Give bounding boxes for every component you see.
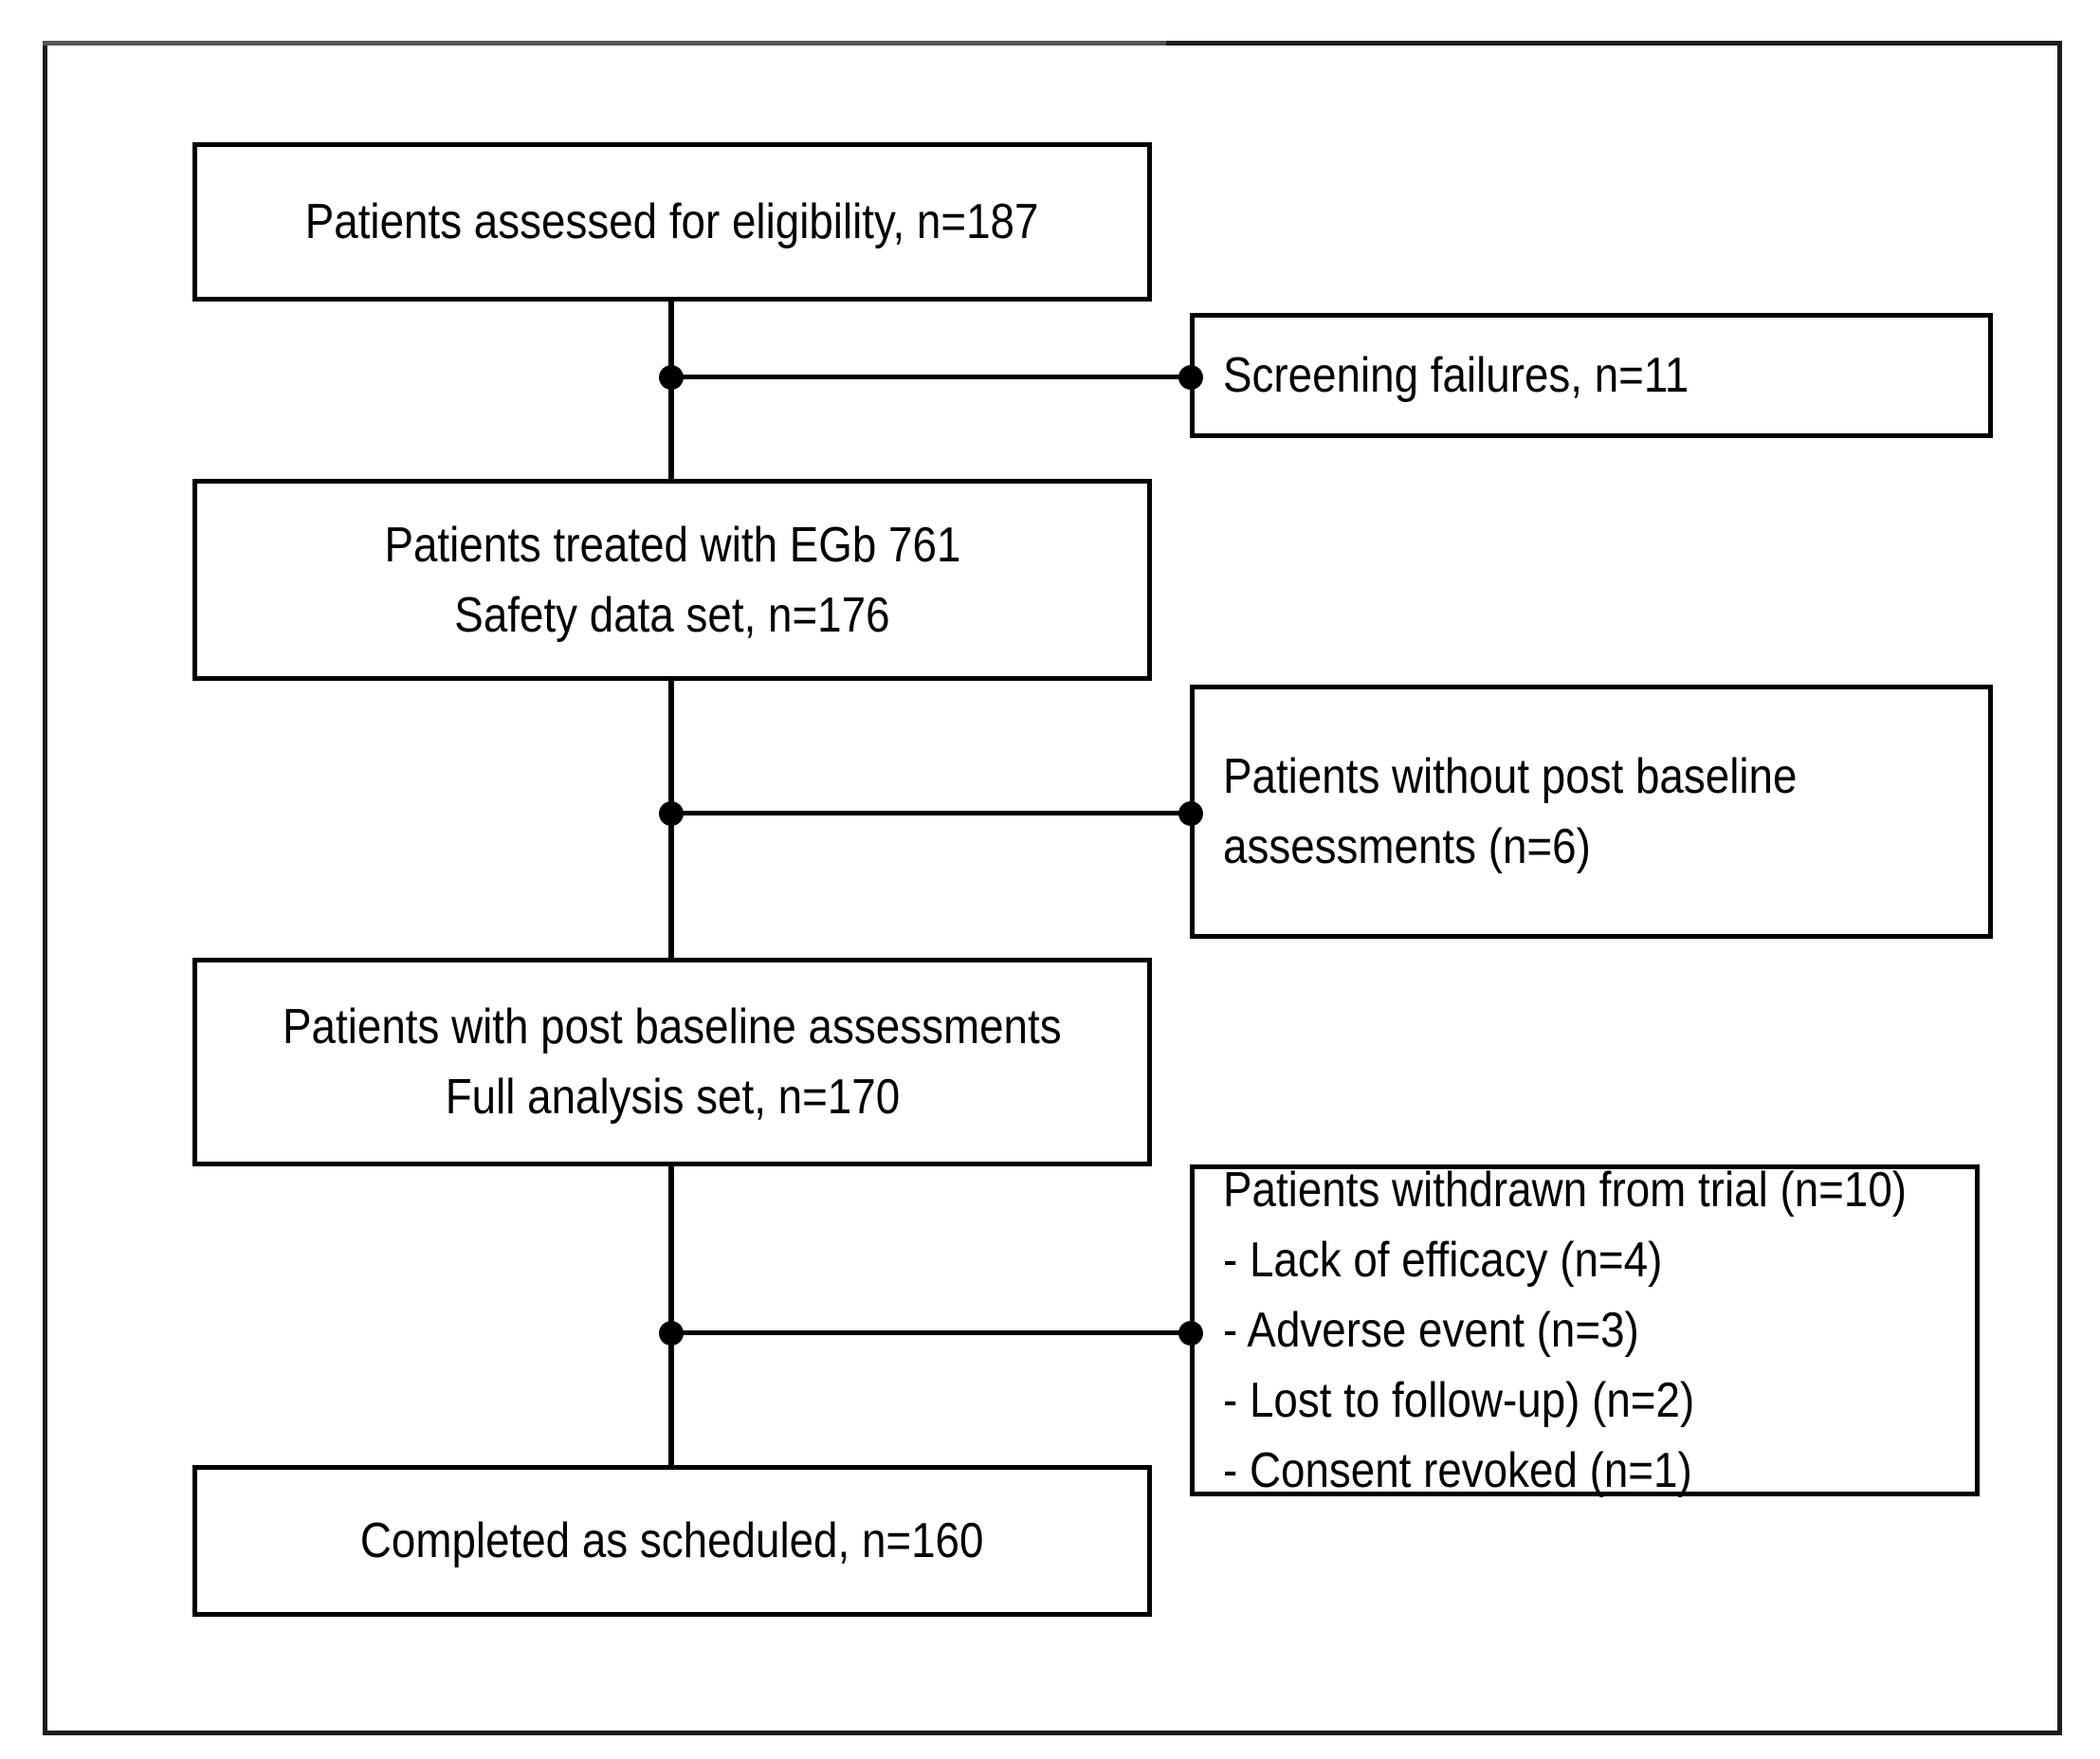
node-line: Patients assessed for eligibility, n=187 bbox=[305, 194, 1039, 249]
connector-branch-screening-failures bbox=[671, 375, 1193, 379]
outer-frame-top-rule bbox=[43, 41, 1166, 46]
node-completed-as-scheduled: Completed as scheduled, n=160 bbox=[192, 1465, 1152, 1617]
node-line: Patients treated with EGb 761 bbox=[384, 517, 960, 573]
node-line-reason: - Adverse event (n=3) bbox=[1223, 1303, 1639, 1358]
junction-dot-no-post-baseline-source bbox=[659, 801, 684, 826]
node-patients-without-post-baseline-assessments: Patients without post baseline assessmen… bbox=[1190, 685, 1993, 939]
node-line: Full analysis set, n=170 bbox=[445, 1070, 900, 1125]
connector-line-full-analysis-to-completed bbox=[668, 1164, 674, 1468]
node-line: Patients withdrawn from trial (n=10) bbox=[1223, 1163, 1908, 1218]
junction-dot-withdrawn-source bbox=[659, 1321, 684, 1346]
junction-dot-withdrawn-target bbox=[1178, 1321, 1203, 1346]
node-line: Patients without post baseline bbox=[1223, 749, 1798, 804]
node-patients-with-post-baseline-full-analysis-set: Patients with post baseline assessments … bbox=[192, 958, 1152, 1166]
node-line-reason: - Lost to follow-up) (n=2) bbox=[1223, 1373, 1695, 1428]
junction-dot-screening-failures-source bbox=[659, 365, 684, 390]
node-line: Safety data set, n=176 bbox=[454, 587, 890, 643]
node-screening-failures: Screening failures, n=11 bbox=[1190, 313, 1993, 438]
node-line: Patients with post baseline assessments bbox=[283, 999, 1062, 1054]
connector-branch-withdrawn bbox=[671, 1330, 1193, 1335]
node-patients-withdrawn-from-trial: Patients withdrawn from trial (n=10) - L… bbox=[1190, 1163, 1980, 1498]
connector-line-eligibility-to-safety bbox=[668, 300, 674, 482]
node-line: Completed as scheduled, n=160 bbox=[360, 1513, 984, 1568]
node-line-reason: - Lack of efficacy (n=4) bbox=[1223, 1233, 1663, 1288]
connector-branch-no-post-baseline bbox=[671, 811, 1193, 815]
node-line: Screening failures, n=11 bbox=[1223, 348, 1689, 403]
junction-dot-no-post-baseline-target bbox=[1178, 801, 1203, 826]
junction-dot-screening-failures-target bbox=[1178, 365, 1203, 390]
node-patients-assessed-for-eligibility: Patients assessed for eligibility, n=187 bbox=[192, 142, 1152, 302]
node-patients-treated-safety-set: Patients treated with EGb 761 Safety dat… bbox=[192, 479, 1152, 681]
node-line: assessments (n=6) bbox=[1223, 819, 1591, 874]
node-line-reason: - Consent revoked (n=1) bbox=[1223, 1443, 1692, 1498]
